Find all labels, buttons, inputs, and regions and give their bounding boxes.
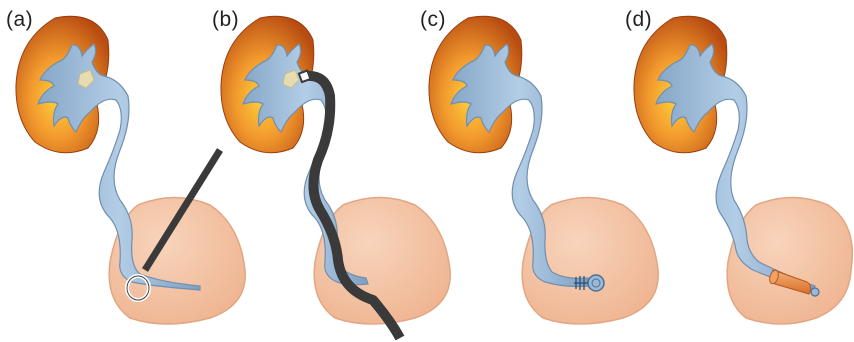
panel-b: (b) <box>208 0 421 342</box>
ureteral-orifice <box>811 288 819 296</box>
panel-a: (a) <box>0 0 213 342</box>
anastomosis-site <box>588 275 604 291</box>
sheath-tip <box>299 71 311 83</box>
panel-d-illustration <box>621 0 834 342</box>
panel-a-illustration <box>0 0 213 342</box>
panel-c-illustration <box>416 0 629 342</box>
panel-b-illustration <box>208 0 421 342</box>
panel-d: (d) <box>621 0 834 342</box>
panel-c: (c) <box>416 0 629 342</box>
